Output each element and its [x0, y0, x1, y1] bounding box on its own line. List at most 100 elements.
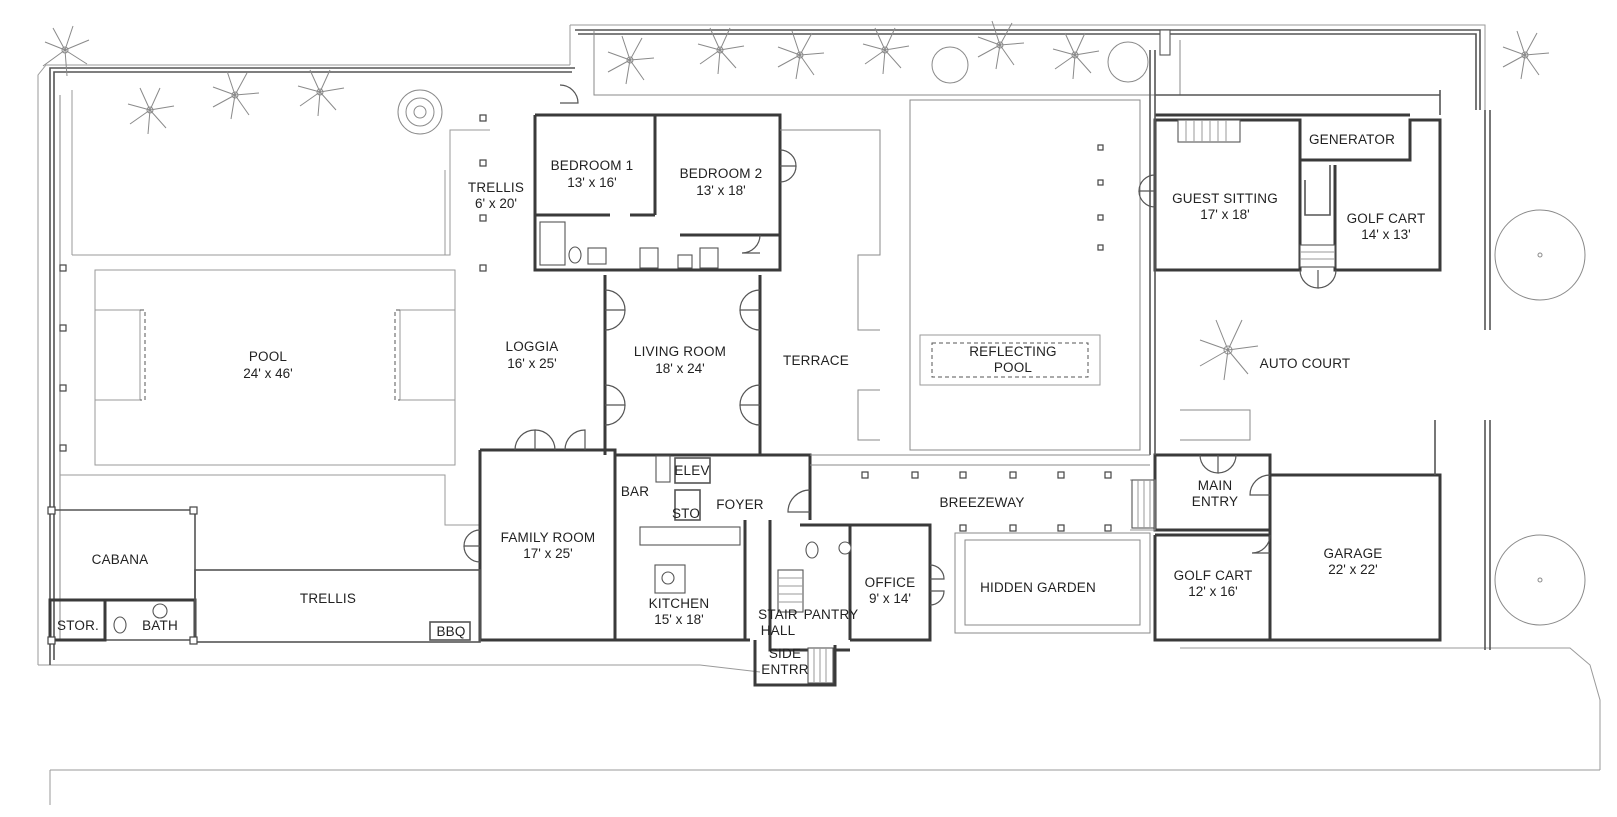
- room-name-guest-sitting: GUEST SITTING: [1172, 191, 1278, 206]
- door-swing-icon: [1251, 534, 1271, 554]
- room-name-side-entr: SIDE: [769, 646, 801, 661]
- door-swing-icon: [463, 545, 481, 563]
- room-dims-family-room: 17' x 25': [523, 546, 572, 561]
- room-name-stair-hall: STAIR: [758, 607, 798, 622]
- toilet-icon: [568, 246, 582, 264]
- room-dims-guest-sitting: 17' x 18': [1200, 207, 1249, 222]
- room-name-pool: POOL: [249, 349, 288, 364]
- room-name-elev: ELEV: [674, 463, 709, 478]
- sink-icon: [661, 571, 675, 585]
- room-name-hidden-garden: HIDDEN GARDEN: [980, 580, 1096, 595]
- door-swing-icon: [929, 564, 945, 580]
- room-name-kitchen: KITCHEN: [649, 596, 710, 611]
- stair-icon: [1177, 119, 1241, 143]
- round-tree-icon: [1494, 209, 1586, 301]
- round-tree-icon: [1107, 41, 1149, 83]
- room-dims-garage: 22' x 22': [1328, 562, 1377, 577]
- sink-icon: [152, 603, 168, 619]
- room-name-reflecting-pool: REFLECTING: [969, 344, 1057, 359]
- room-name-family-room: FAMILY ROOM: [501, 530, 596, 545]
- door-swing-icon: [463, 529, 481, 547]
- toilet-icon: [113, 616, 127, 634]
- door-swing-icon: [739, 289, 761, 311]
- palm-tree-icon: [297, 69, 345, 117]
- door-swing-icon: [739, 309, 761, 331]
- toilet-icon: [805, 541, 819, 559]
- palm-tree-icon: [1052, 32, 1100, 80]
- palm-tree-icon: [1502, 30, 1550, 80]
- door-swing-icon: [741, 234, 761, 254]
- room-name-foyer: FOYER: [716, 497, 764, 512]
- room-dims-living-room: 18' x 24': [655, 361, 704, 376]
- room-dims-bedroom-1: 13' x 16': [567, 175, 616, 190]
- palm-tree-icon: [607, 35, 655, 85]
- room-dims-side-entr: ENTRR: [761, 662, 809, 677]
- door-swing-icon: [779, 165, 797, 183]
- door-swing-icon: [1138, 174, 1156, 192]
- round-tree-icon: [931, 46, 969, 84]
- room-name-cabana: CABANA: [92, 552, 149, 567]
- door-swing-icon: [1199, 454, 1219, 474]
- palm-tree-icon: [212, 70, 260, 120]
- palm-tree-icon: [1199, 319, 1259, 381]
- room-name-main-entry: MAIN: [1198, 478, 1233, 493]
- room-labels: BEDROOM 1 13' x 16' BEDROOM 2 13' x 18' …: [57, 132, 1425, 677]
- palm-tree-icon: [697, 27, 745, 75]
- room-dims-loggia: 16' x 25': [507, 356, 556, 371]
- stair-icon: [1131, 479, 1155, 529]
- door-swing-icon: [1317, 269, 1337, 289]
- room-dims-reflecting-pool: POOL: [994, 360, 1033, 375]
- room-name-sto: STO: [672, 506, 700, 521]
- door-swing-icon: [604, 384, 626, 406]
- palm-tree-icon: [977, 20, 1025, 70]
- room-dims-pool: 24' x 46': [243, 366, 292, 381]
- pool-area: [60, 90, 490, 526]
- room-dims-golf-cart-north: 14' x 13': [1361, 227, 1410, 242]
- house-walls: [48, 113, 932, 687]
- stair-icon: [1299, 244, 1336, 268]
- room-name-bedroom-2: BEDROOM 2: [680, 166, 763, 181]
- palm-tree-icon: [777, 30, 825, 80]
- sink-icon: [838, 541, 852, 555]
- room-name-bar: BAR: [621, 484, 649, 499]
- room-dims-office: 9' x 14': [869, 591, 911, 606]
- door-swing-icon: [739, 384, 761, 406]
- room-name-trellis-north: TRELLIS: [468, 180, 524, 195]
- door-swing-icon: [604, 289, 626, 311]
- door-swing-icon: [534, 429, 556, 451]
- room-name-stor: STOR.: [57, 618, 99, 633]
- door-swing-icon: [559, 84, 579, 104]
- room-dims-golf-cart-south: 12' x 16': [1188, 584, 1237, 599]
- room-name-garage: GARAGE: [1324, 546, 1383, 561]
- room-name-generator: GENERATOR: [1309, 132, 1395, 147]
- door-swing-icon: [1217, 454, 1237, 474]
- room-dims-kitchen: 15' x 18': [654, 612, 703, 627]
- room-name-breezeway: BREEZEWAY: [939, 495, 1024, 510]
- palm-tree-icon: [127, 87, 175, 135]
- door-swing-icon: [787, 489, 811, 513]
- palm-tree-icon: [397, 89, 443, 135]
- door-swing-icon: [604, 309, 626, 331]
- palm-tree-icon: [42, 25, 90, 77]
- room-name-trellis-south: TRELLIS: [300, 591, 356, 606]
- room-dims-stair-hall: HALL: [761, 623, 796, 638]
- door-swing-icon: [564, 429, 586, 451]
- door-swing-icon: [1138, 190, 1156, 208]
- room-name-office: OFFICE: [865, 575, 916, 590]
- door-swing-icon: [514, 429, 536, 451]
- fixtures: [113, 29, 1336, 684]
- round-tree-icon: [1494, 534, 1586, 626]
- room-name-bedroom-1: BEDROOM 1: [551, 158, 634, 173]
- door-swing-icon: [779, 149, 797, 167]
- room-dims-trellis-north: 6' x 20': [475, 196, 517, 211]
- sink-icon: [587, 247, 607, 265]
- room-name-bath: BATH: [142, 618, 178, 633]
- door-swing-icon: [1249, 474, 1271, 496]
- room-name-terrace: TERRACE: [783, 353, 849, 368]
- room-name-golf-cart-north: GOLF CART: [1347, 211, 1426, 226]
- door-swing-icon: [929, 590, 945, 606]
- room-name-loggia: LOGGIA: [506, 339, 559, 354]
- door-swing-icon: [1299, 269, 1319, 289]
- doors: [463, 84, 1337, 606]
